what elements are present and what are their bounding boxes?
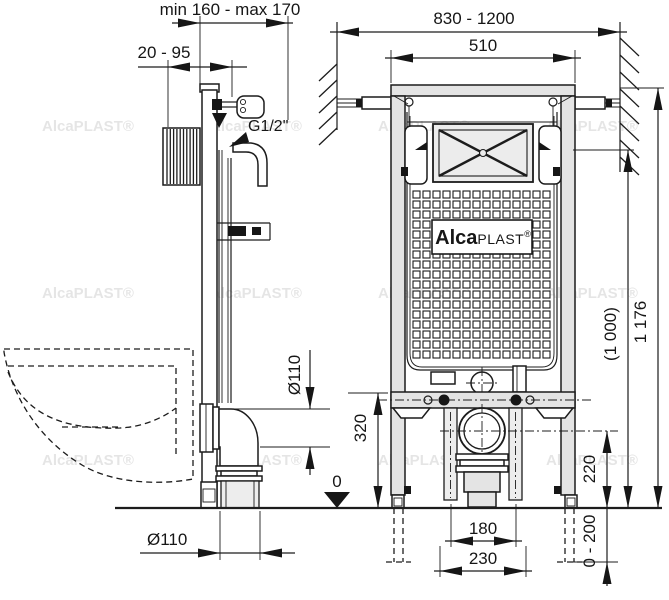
label-thread: G1/2": [248, 118, 288, 135]
brand-logo: AlcaPLAST®: [435, 227, 531, 249]
fixing-bolt: [510, 394, 522, 406]
post-foot: [200, 481, 218, 509]
watermark-text: AlcaPLAST®: [42, 118, 134, 135]
leader-arrow-icon: [229, 132, 249, 147]
cistern-side: [218, 150, 232, 403]
clamp-knob: [553, 167, 560, 176]
logo-plate: AlcaPLAST®: [431, 219, 533, 255]
dim-width-range: 830 - 1200: [433, 9, 514, 28]
dim-bolt-spacing: 180: [469, 519, 497, 538]
corner-mark-icon: [539, 142, 551, 150]
dim-outlet-dia-side: Ø110: [285, 355, 304, 395]
dim-frame-width: 510: [469, 36, 497, 55]
top-rail: [390, 84, 576, 97]
down-arrow-icon: [212, 113, 227, 128]
right-column: [560, 95, 576, 496]
watermark-text: AlcaPLAST®: [42, 452, 134, 469]
top-fixing: [212, 95, 265, 128]
waste-outlet: [440, 404, 618, 508]
watermark-text: AlcaPLAST®: [42, 285, 134, 302]
left-column: [390, 95, 406, 496]
watermark-text: AlcaPLAST®: [210, 285, 302, 302]
floor-zero-arrow-icon: [324, 492, 350, 508]
dimension-layer: min 160 - max 170 20 - 95 G1/2" 830 - 12…: [138, 0, 663, 586]
left-flap: [404, 125, 428, 185]
telescopic-rods: [337, 96, 620, 110]
dim-top-offset: min 160 - max 170: [160, 0, 301, 19]
side-view: [3, 83, 271, 509]
wc-pan-outline: [3, 348, 194, 483]
hanger-hooks: [393, 95, 573, 126]
watermark-text: AlcaPLAST®: [210, 118, 302, 135]
dim-outlet-height: 220: [580, 455, 599, 483]
gusset: [534, 407, 575, 419]
dim-total-height: 1 176: [631, 301, 650, 344]
drain-elbow: [199, 403, 263, 509]
left-wall-hatch: [318, 63, 338, 146]
dim-fixing-spacing: 230: [469, 549, 497, 568]
water-inlet-pipe: [232, 142, 268, 187]
clamp-knob: [401, 167, 408, 176]
gusset: [391, 407, 432, 419]
dim-outlet-dia-floor: Ø110: [147, 530, 187, 549]
tank-grid: [412, 190, 551, 359]
dim-aux-height: (1 000): [601, 307, 620, 361]
dim-crossbar-height: 320: [351, 414, 370, 442]
front-view: AlcaPLAST®: [318, 22, 664, 563]
dim-leg-range: 0 - 200: [580, 515, 599, 568]
mid-bracket: [217, 222, 271, 241]
right-wall-hatch: [619, 37, 640, 176]
wall-bracket: [162, 127, 201, 186]
label-floor-zero: 0: [332, 472, 341, 491]
left-bracket: [430, 371, 456, 385]
inspection-panel: [432, 123, 534, 183]
watermark-text: AlcaPLAST®: [546, 285, 638, 302]
corner-mark-icon: [415, 142, 427, 150]
fixing-bolt: [438, 394, 450, 406]
dim-wall-clearance: 20 - 95: [138, 43, 191, 62]
filler-stub: [512, 365, 527, 393]
